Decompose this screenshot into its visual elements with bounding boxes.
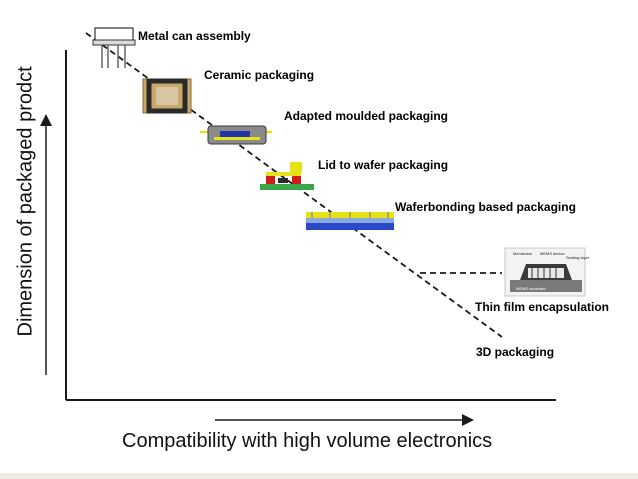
y-axis-title: Dimension of packaged prodct	[14, 66, 37, 337]
moulded-package-icon	[200, 125, 272, 145]
label-3d-packaging: 3D packaging	[476, 345, 555, 359]
inset-label-mems-device: MEMS device	[540, 251, 565, 256]
label-adapted-moulded-packaging: Adapted moulded packaging	[284, 109, 449, 123]
lid-to-wafer-icon	[260, 162, 314, 190]
thin-film-cross-section-icon: Membrane MEMS device Sealing layer MEMS …	[504, 247, 590, 297]
x-axis-title: Compatibility with high volume electroni…	[122, 430, 493, 452]
waferbonding-icon	[306, 212, 394, 230]
label-thin-film-encapsulation: Thin film encapsulation	[475, 300, 610, 314]
ceramic-package-icon	[142, 78, 192, 114]
label-metal-can-assembly: Metal can assembly	[138, 29, 251, 43]
label-lid-to-wafer-packaging: Lid to wafer packaging	[318, 158, 449, 172]
bottom-strip	[0, 473, 638, 479]
metal-can-icon	[92, 27, 136, 68]
label-waferbonding-packaging: Waferbonding based packaging	[395, 200, 576, 214]
inset-label-sealing-layer: Sealing layer	[566, 255, 590, 260]
inset-label-substrate: MEMS substrate	[516, 286, 546, 291]
label-ceramic-packaging: Ceramic packaging	[204, 68, 315, 82]
inset-label-membrane: Membrane	[513, 251, 533, 256]
